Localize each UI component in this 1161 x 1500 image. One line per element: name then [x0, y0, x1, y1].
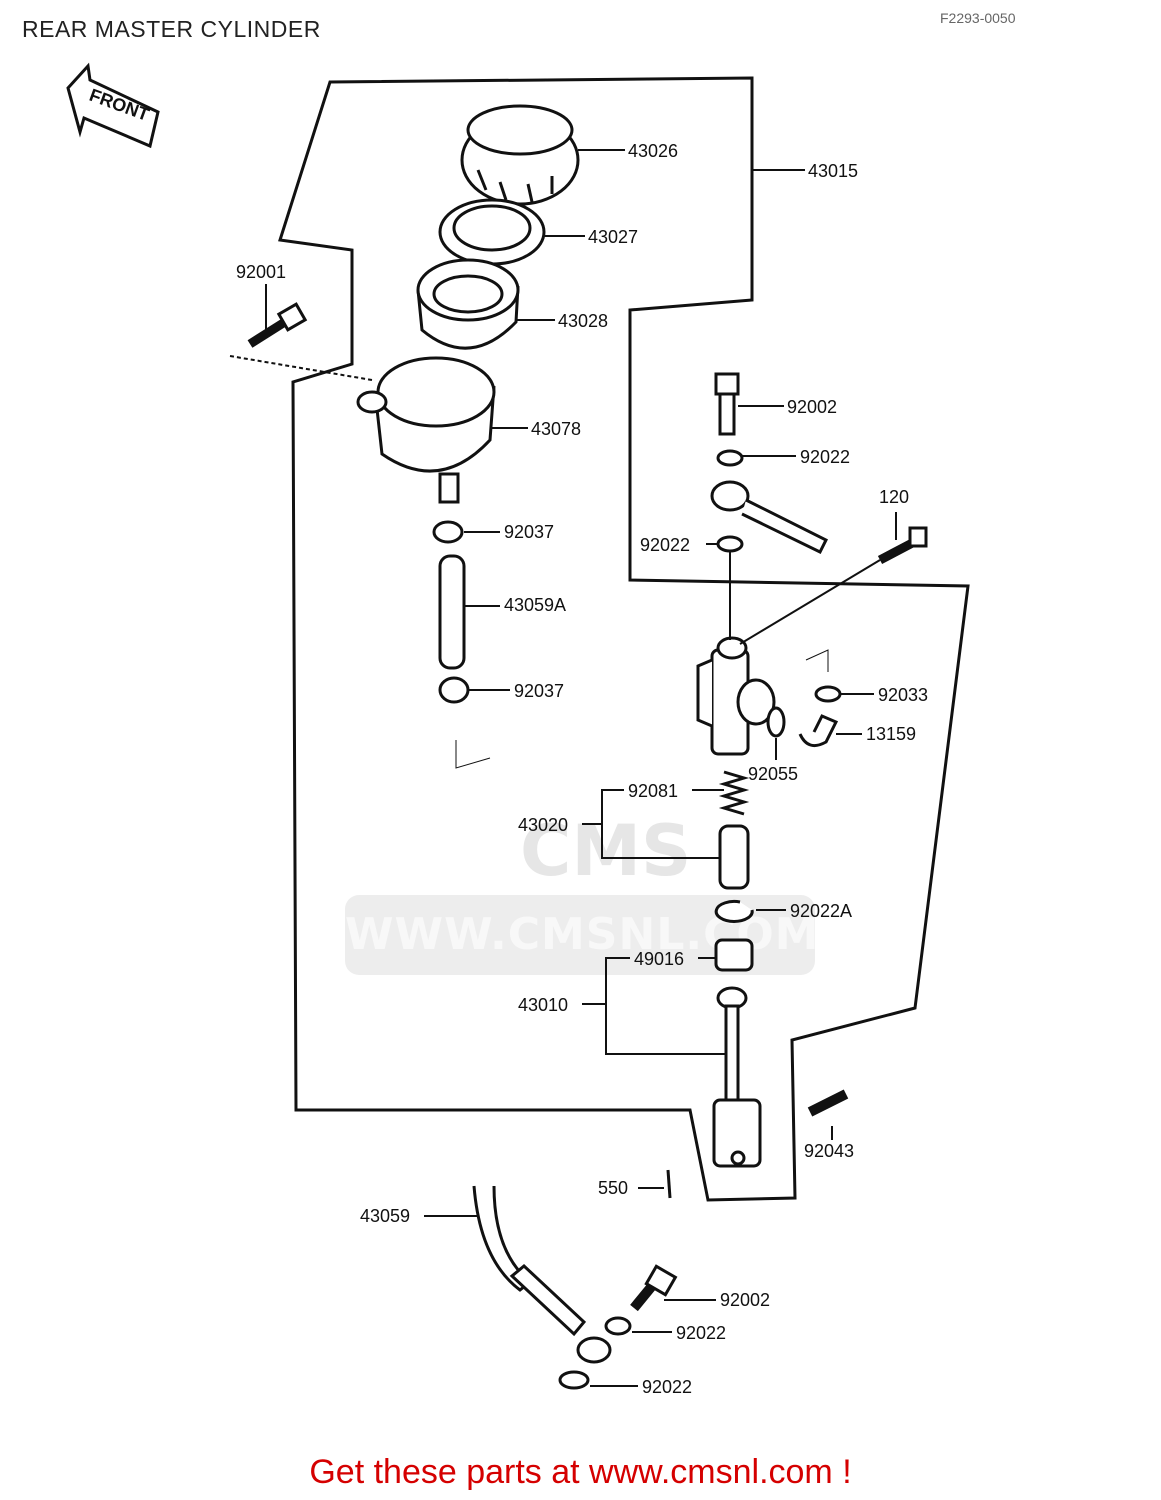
label-92033: 92033	[878, 685, 928, 705]
label-49016: 49016	[634, 949, 684, 969]
label-92022-top-1: 92022	[800, 447, 850, 467]
label-43027: 43027	[588, 227, 638, 247]
spring-92081	[718, 770, 750, 816]
washer-top-1	[716, 449, 744, 467]
label-92002-bottom: 92002	[720, 1290, 770, 1310]
washer-bottom-2	[558, 1370, 590, 1390]
label-92022a: 92022A	[790, 901, 852, 921]
clamp-top	[432, 520, 464, 544]
label-92081: 92081	[628, 781, 678, 801]
diaphragm	[416, 258, 520, 350]
circlip-92022a	[714, 899, 754, 923]
banjo-bolt-bottom	[630, 1264, 678, 1312]
label-92037-top: 92037	[504, 522, 554, 542]
hose-43059	[472, 1185, 612, 1364]
label-92037-bottom: 92037	[514, 681, 564, 701]
label-43015: 43015	[808, 161, 858, 181]
page-title: REAR MASTER CYLINDER	[22, 16, 321, 42]
cotter-pin-550	[666, 1169, 672, 1199]
master-cylinder-body	[696, 636, 776, 756]
label-120: 120	[879, 487, 909, 507]
watermark-logo: CMS	[520, 810, 692, 892]
label-43020: 43020	[518, 815, 568, 835]
bolt-120	[877, 526, 928, 564]
label-43059a: 43059A	[504, 595, 566, 615]
washer-bottom-1	[604, 1316, 632, 1336]
label-92002-top: 92002	[787, 397, 837, 417]
boot-49016	[714, 938, 754, 972]
clamp-bottom	[438, 676, 470, 704]
label-92043: 92043	[804, 1141, 854, 1161]
label-92022-top-2: 92022	[640, 535, 690, 555]
oring-92055	[766, 706, 786, 738]
pin-92043	[807, 1089, 849, 1117]
label-43026: 43026	[628, 141, 678, 161]
diagram-code: F2293-0050	[940, 10, 1016, 26]
piston	[718, 824, 750, 890]
label-43010: 43010	[518, 995, 568, 1015]
assembly-outline	[278, 76, 970, 1202]
label-92022-bottom-1: 92022	[676, 1323, 726, 1343]
leader-lines	[229, 149, 897, 1387]
hose-43059a	[438, 554, 466, 670]
label-43059: 43059	[360, 1206, 410, 1226]
label-13159: 13159	[866, 724, 916, 744]
reservoir-cap	[460, 104, 580, 206]
banjo-hose-top	[710, 480, 829, 554]
label-92022-bottom-2: 92022	[642, 1377, 692, 1397]
label-92055: 92055	[748, 764, 798, 784]
diaphragm-plate	[438, 198, 546, 266]
label-43078: 43078	[531, 419, 581, 439]
shop-link[interactable]: Get these parts at www.cmsnl.com !	[309, 1453, 852, 1491]
label-43028: 43028	[558, 311, 608, 331]
banjo-bolt-top	[714, 372, 740, 436]
label-550: 550	[598, 1178, 628, 1198]
fitting-13159	[798, 714, 839, 748]
bolt-92001	[247, 302, 308, 348]
oring-92033	[814, 685, 842, 703]
washer-top-2	[716, 535, 744, 553]
push-rod	[712, 986, 762, 1168]
front-arrow-icon: FRONT	[66, 62, 160, 149]
label-92001: 92001	[236, 262, 286, 282]
reservoir	[356, 356, 496, 504]
